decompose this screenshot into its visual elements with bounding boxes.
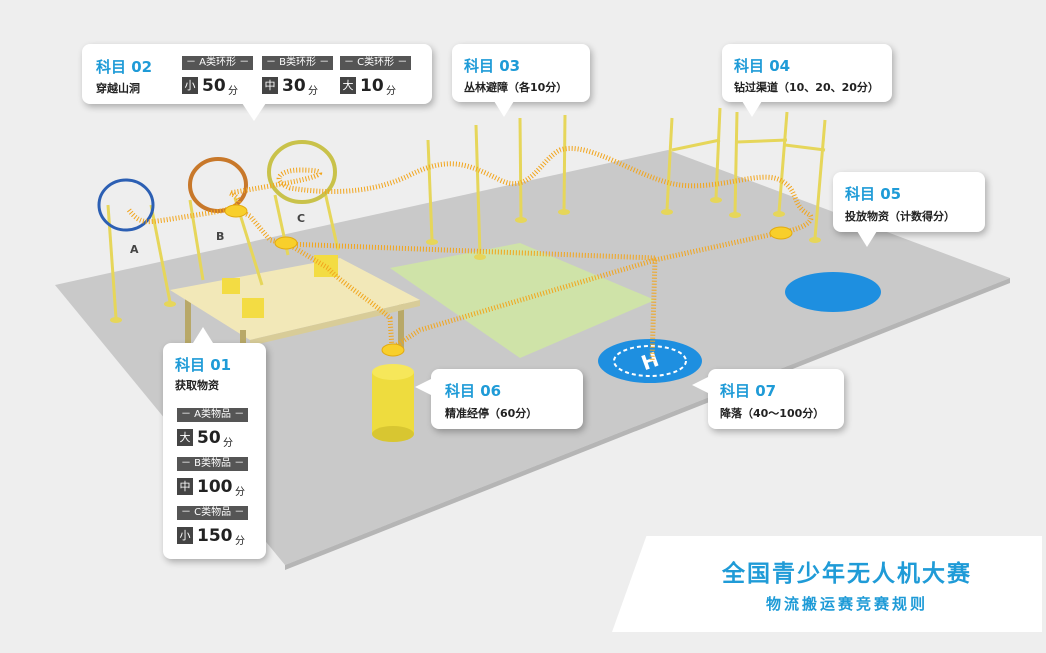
ring-b (188, 157, 248, 213)
supply-box (222, 278, 240, 294)
ring-b-tag: － B类环形 － (262, 56, 334, 70)
subject-05-title: 科目 05 (845, 185, 902, 203)
supply-box (242, 298, 264, 318)
subject-05-name: 投放物资（计数得分） (845, 210, 955, 223)
callout-subject-03: 科目 03 丛林避障（各10分） (452, 44, 590, 117)
ring-a-score: 50 (202, 76, 226, 96)
subject-07-name: 降落（40～100分） (720, 407, 825, 420)
stop-cylinder (372, 364, 414, 442)
ring-a-tag: － A类环形 － (182, 56, 254, 70)
subject-07-title: 科目 07 (720, 382, 777, 400)
item-b-unit: 分 (235, 487, 245, 498)
callout-tail (494, 101, 514, 117)
banner-subtitle: 物流搬运赛竞赛规则 (765, 595, 928, 613)
green-zone (390, 243, 655, 358)
callout-tail (857, 231, 877, 247)
drop-zone (785, 272, 881, 312)
supply-table (170, 255, 420, 375)
subject-06-title: 科目 06 (445, 382, 502, 400)
callout-subject-04: 科目 04 钻过渠道（10、20、20分） (722, 44, 892, 117)
arena-floor-edge (285, 278, 1010, 570)
helipad: H (598, 339, 702, 383)
waypoint (224, 204, 248, 218)
ring-a-unit: 分 (228, 86, 238, 97)
callout-subject-01: 科目 01 获取物资 － A类物品 － 大 50 分 － B类物品 － 中 10… (163, 327, 266, 559)
waypoint (381, 343, 405, 357)
ring-c-tag: － C类环形 － (340, 56, 412, 70)
item-a-tag: － A类物品 － (177, 408, 249, 422)
subject-01-title: 科目 01 (175, 356, 232, 374)
ring-b-score: 30 (282, 76, 306, 96)
waypoint (274, 236, 298, 250)
item-c-tag: － C类物品 － (177, 506, 249, 520)
item-c-unit: 分 (235, 536, 245, 547)
subject-01-name: 获取物资 (175, 379, 219, 392)
callout-tail (415, 379, 431, 395)
ring-a (97, 178, 155, 232)
supply-box (314, 255, 338, 277)
subject-04-title: 科目 04 (734, 57, 791, 75)
waypoint (769, 226, 793, 240)
item-a-score: 50 (197, 428, 221, 448)
subject-02-name: 穿越山洞 (96, 82, 140, 95)
subject-03-title: 科目 03 (464, 57, 521, 75)
ring-b-unit: 分 (308, 86, 318, 97)
item-c-size: 小 (177, 527, 193, 544)
subject-02-title: 科目 02 (96, 58, 153, 76)
ring-b-size: 中 (262, 77, 278, 94)
item-a-unit: 分 (223, 438, 233, 449)
subject-06-name: 精准经停（60分） (445, 407, 538, 420)
waypoints (224, 204, 793, 357)
banner-title: 全国青少年无人机大赛 (722, 561, 972, 587)
helipad-letter: H (638, 347, 662, 375)
ring-c-score: 10 (360, 76, 384, 96)
subject-03-name: 丛林避障（各10分） (464, 81, 568, 94)
ring-label-c: C (297, 212, 306, 225)
flight-path (126, 145, 814, 353)
ring-c-unit: 分 (386, 86, 396, 97)
callout-tail (242, 103, 266, 121)
callout-subject-02: 科目 02 穿越山洞 － A类环形 － 小 50 分 － B类环形 － 中 30… (82, 44, 432, 121)
ring-c (267, 140, 337, 204)
item-b-tag: － B类物品 － (177, 457, 249, 471)
ring-label-b: B (216, 230, 225, 243)
title-banner: 全国青少年无人机大赛 物流搬运赛竞赛规则 (612, 536, 1042, 632)
callout-tail (193, 327, 213, 343)
callout-subject-05: 科目 05 投放物资（计数得分） (833, 172, 985, 247)
arena-floor (55, 150, 1010, 565)
ring-label-a: A (130, 243, 139, 256)
callout-subject-07: 科目 07 降落（40～100分） (692, 369, 844, 429)
callout-tail (692, 377, 708, 393)
ring-c-size: 大 (340, 77, 356, 94)
subject-04-name: 钻过渠道（10、20、20分） (734, 81, 879, 94)
item-a-size: 大 (177, 429, 193, 446)
item-b-score: 100 (197, 477, 233, 497)
ring-a-size: 小 (182, 77, 198, 94)
item-b-size: 中 (177, 478, 193, 495)
callout-subject-06: 科目 06 精准经停（60分） (415, 369, 583, 429)
item-c-score: 150 (197, 526, 233, 546)
callout-tail (742, 101, 762, 117)
